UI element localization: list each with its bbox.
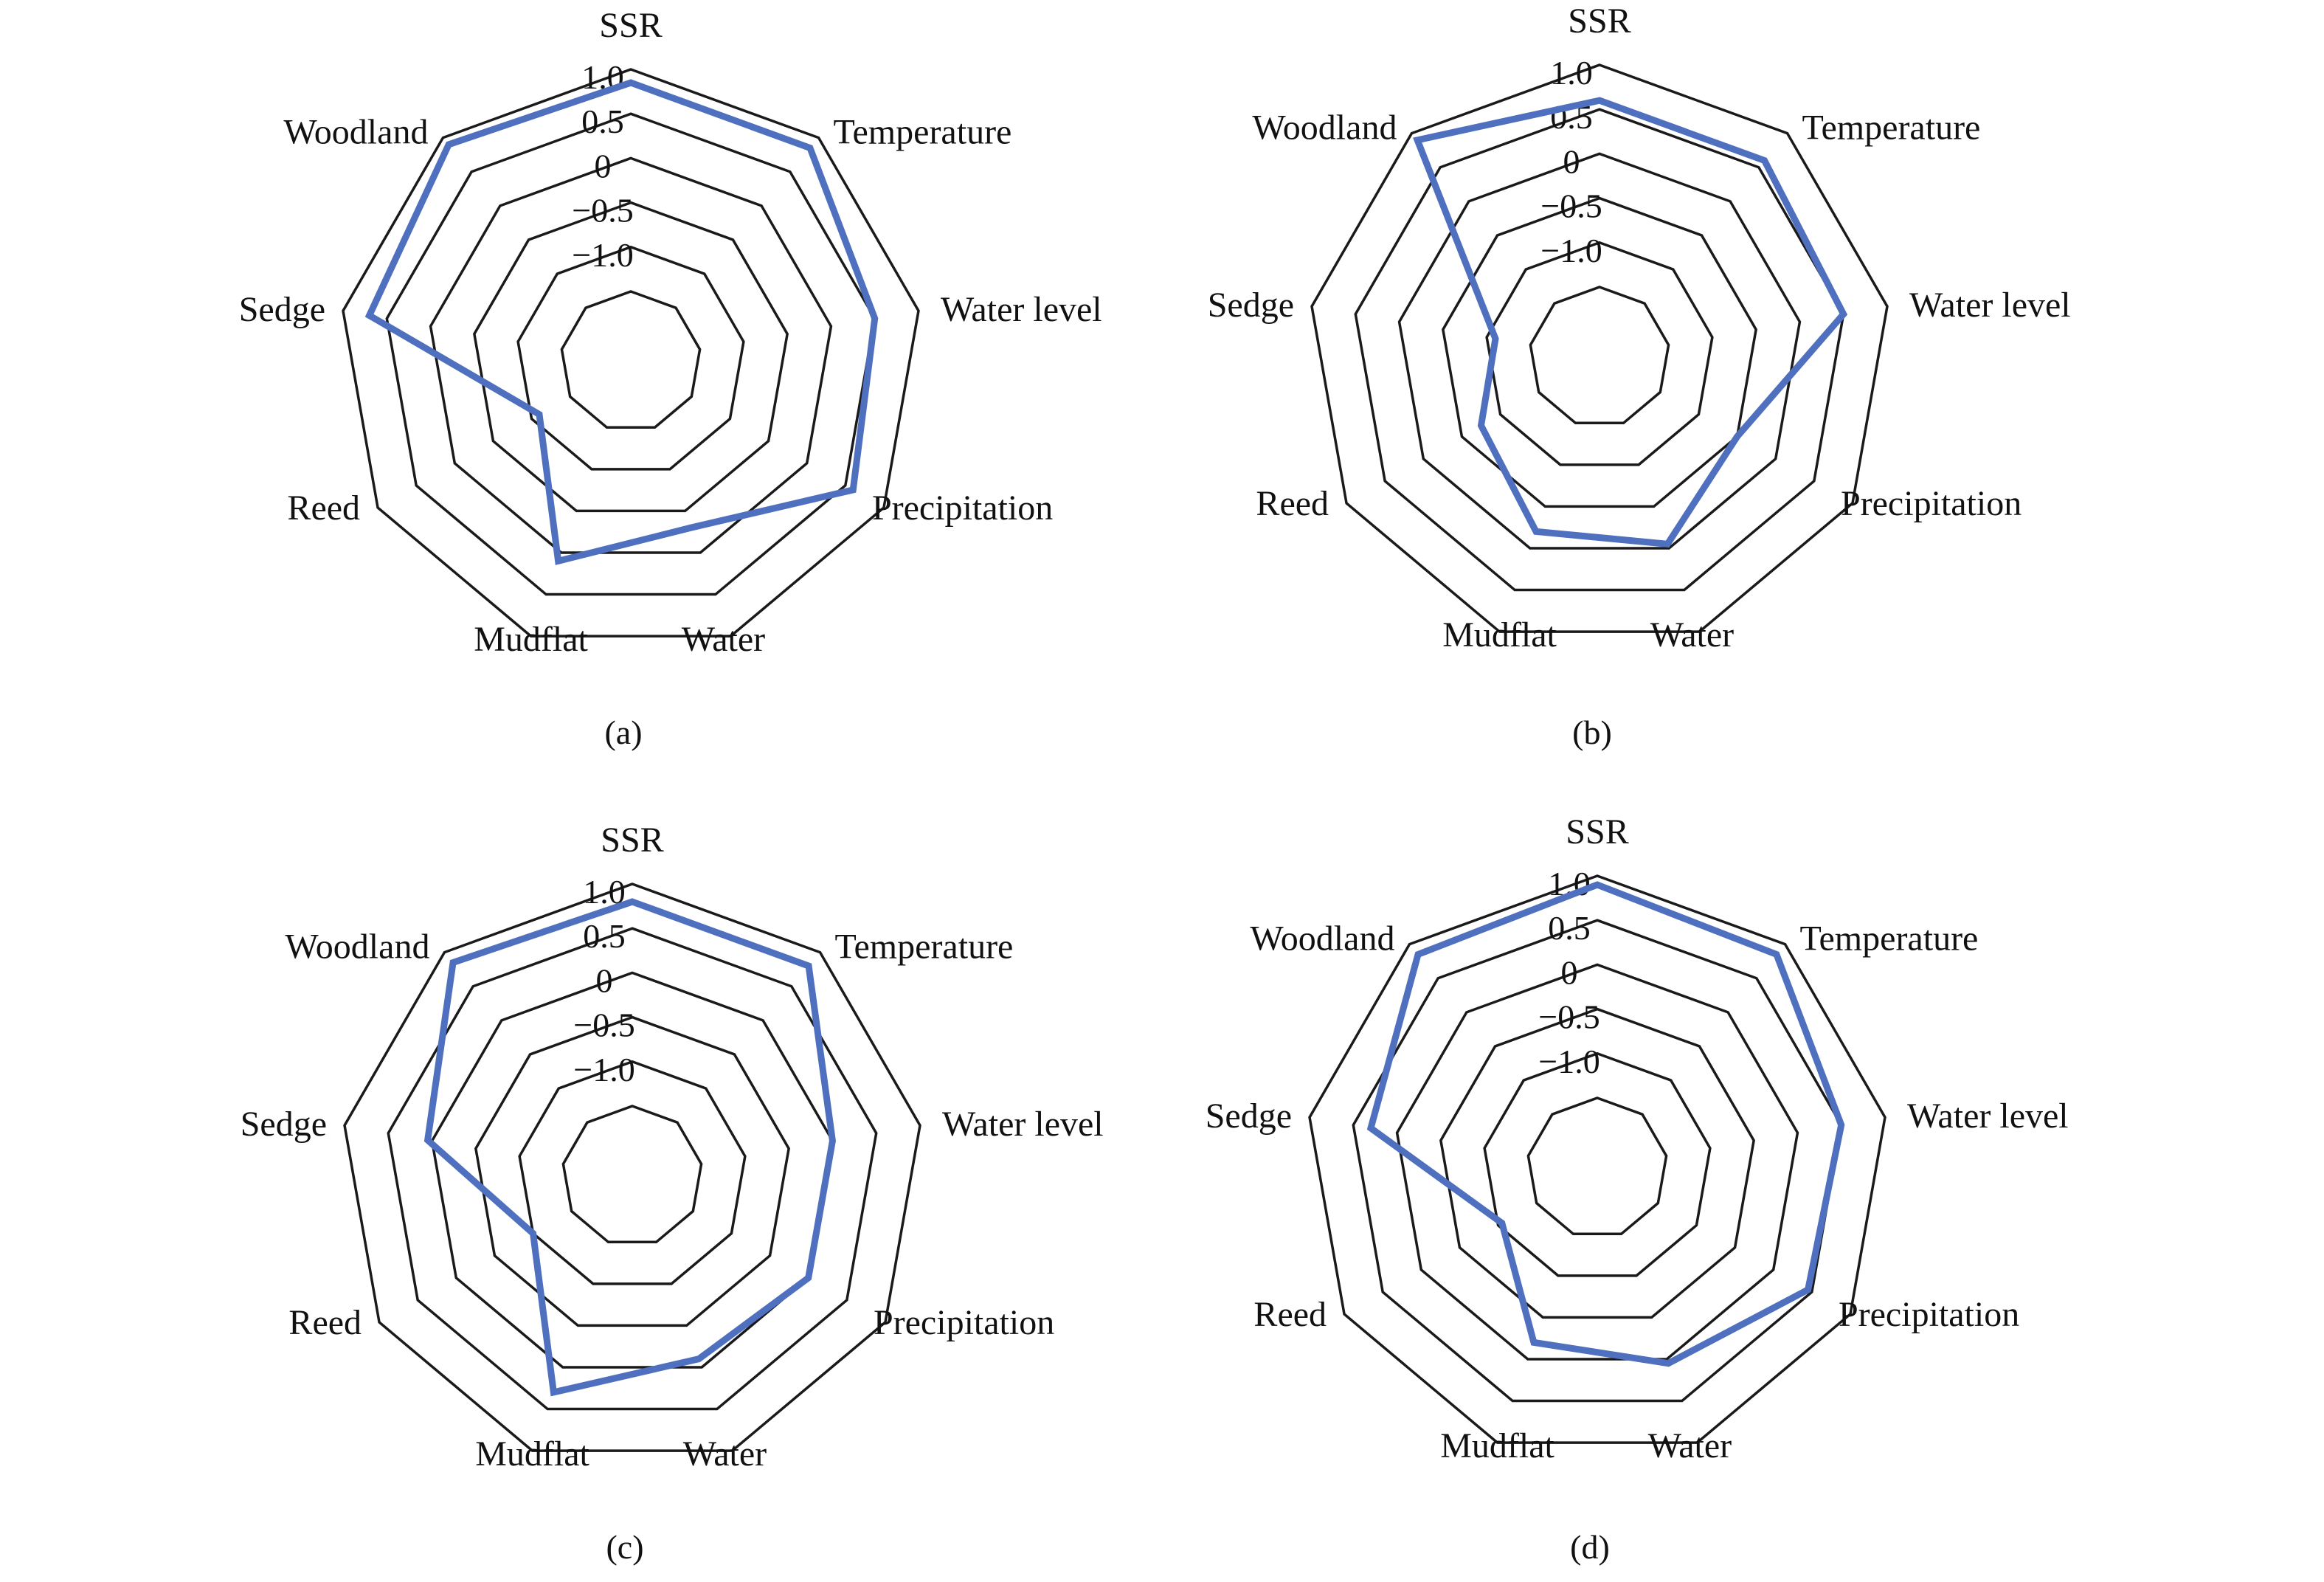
grid-ring (560, 290, 702, 429)
category-label-precipitation: Precipitation (874, 1303, 1054, 1342)
grid-ring (1308, 874, 1886, 1444)
category-label-reed: Reed (1253, 1295, 1327, 1334)
category-label-mudflat: Mudflat (1440, 1426, 1554, 1465)
tick-label: 0 (1561, 953, 1578, 991)
series-line (1413, 97, 1848, 548)
panel-label: (a) (604, 714, 642, 751)
panel-label: (d) (1570, 1528, 1610, 1566)
category-label-precipitation: Precipitation (1839, 1295, 2019, 1334)
panel-label: (c) (606, 1528, 643, 1566)
grid-ring (1397, 152, 1802, 550)
grid-ring (1526, 1096, 1668, 1236)
grid-ring (1439, 1007, 1755, 1319)
category-label-ssr: SSR (601, 821, 663, 860)
tick-label: −0.5 (573, 1006, 634, 1044)
category-label-water: Water (1648, 1426, 1732, 1465)
category-label-woodland: Woodland (1250, 919, 1394, 958)
grid-ring (1354, 108, 1845, 592)
grid-ring (1395, 963, 1799, 1361)
grid-ring (1352, 919, 1843, 1403)
tick-label: −0.5 (572, 192, 633, 229)
category-label-mudflat: Mudflat (475, 1434, 589, 1474)
tick-label: −0.5 (1540, 187, 1602, 225)
tick-label: 0.5 (583, 917, 626, 955)
category-label-water-level: Water level (941, 290, 1102, 329)
category-label-sedge: Sedge (1208, 286, 1294, 325)
grid-ring (561, 1105, 703, 1244)
series-line (423, 898, 836, 1397)
series-line (364, 79, 879, 565)
category-label-water: Water (682, 620, 765, 659)
category-label-reed: Reed (287, 488, 360, 528)
tick-label: 0 (1563, 142, 1580, 180)
category-label-woodland: Woodland (285, 928, 429, 967)
category-label-precipitation: Precipitation (872, 488, 1053, 528)
category-label-ssr: SSR (1566, 812, 1628, 852)
tick-label: 0.5 (1548, 909, 1591, 947)
grid-ring (385, 112, 876, 596)
grid-ring (1485, 241, 1714, 466)
series-line (1366, 881, 1845, 1367)
grid-ring (430, 971, 834, 1369)
grid-ring (342, 68, 920, 638)
category-label-sedge: Sedge (241, 1105, 327, 1144)
category-label-precipitation: Precipitation (1841, 484, 2022, 523)
grid-ring (387, 927, 878, 1411)
category-label-woodland: Woodland (283, 113, 428, 152)
category-label-water-level: Water level (1909, 286, 2071, 325)
tick-label: −1.0 (1540, 232, 1602, 269)
category-label-sedge: Sedge (239, 290, 325, 329)
grid-ring (1310, 63, 1889, 633)
category-label-temperature: Temperature (1802, 108, 1981, 148)
grid-ring (473, 201, 789, 513)
grid-ring (343, 882, 921, 1452)
tick-label: 1.0 (1550, 54, 1593, 91)
tick-label: 0 (596, 961, 613, 999)
category-label-woodland: Woodland (1252, 108, 1397, 148)
category-label-ssr: SSR (599, 6, 662, 45)
category-label-reed: Reed (1256, 484, 1329, 523)
grid-ring (474, 1015, 790, 1327)
tick-label: 0.5 (581, 103, 624, 140)
tick-label: 0 (595, 147, 612, 184)
grid-ring (516, 245, 745, 471)
grid-ring (1483, 1051, 1712, 1277)
grid-ring (1529, 286, 1670, 425)
tick-label: −1.0 (573, 1051, 634, 1088)
category-label-ssr: SSR (1568, 1, 1630, 41)
category-label-water-level: Water level (942, 1105, 1104, 1144)
category-label-temperature: Temperature (1800, 919, 1979, 958)
category-label-mudflat: Mudflat (1442, 615, 1557, 654)
category-label-reed: Reed (288, 1303, 362, 1342)
category-label-water-level: Water level (1907, 1096, 2069, 1136)
tick-label: −0.5 (1538, 998, 1600, 1036)
tick-label: −1.0 (572, 236, 633, 274)
category-label-water: Water (683, 1434, 767, 1474)
category-label-mudflat: Mudflat (474, 620, 588, 659)
category-label-sedge: Sedge (1206, 1096, 1292, 1136)
grid-ring (518, 1060, 747, 1285)
grid-ring (429, 156, 833, 554)
category-label-temperature: Temperature (834, 113, 1012, 152)
panel-label: (b) (1572, 714, 1612, 751)
category-label-temperature: Temperature (835, 928, 1014, 967)
tick-label: −1.0 (1538, 1043, 1600, 1080)
category-label-water: Water (1650, 615, 1734, 654)
